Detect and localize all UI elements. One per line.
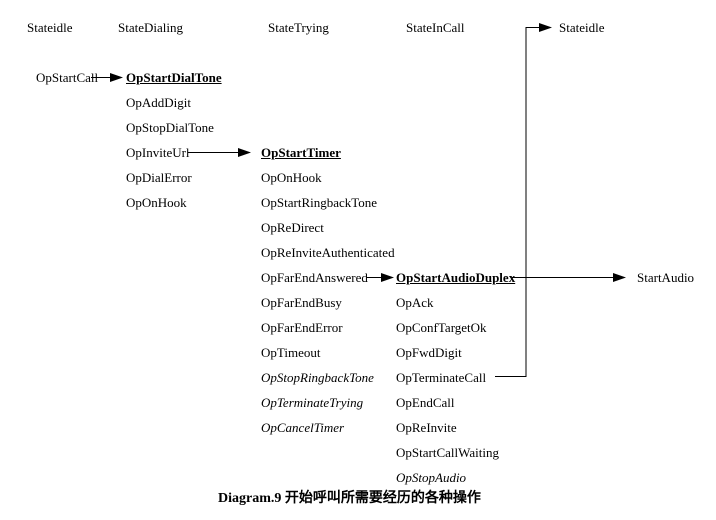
op-stopdialtone: OpStopDialTone [126, 120, 214, 135]
op-inviteurl: OpInviteUrl [126, 145, 190, 160]
diagram-caption: Diagram.9 开始呼叫所需要经历的各种操作 [218, 491, 481, 506]
op-redirect: OpReDirect [261, 220, 324, 235]
op-reinvite: OpReInvite [396, 420, 457, 435]
op-canceltimer: OpCancelTimer [261, 420, 345, 435]
op-endcall: OpEndCall [396, 395, 455, 410]
op-stopaudio: OpStopAudio [396, 470, 467, 485]
arrow-inviteurl-to-starttimer [188, 148, 251, 157]
op-fwddigit: OpFwdDigit [396, 345, 462, 360]
arrow-startaudioduplex-to-startaudio [512, 273, 626, 282]
arrow-farendanswered-to-startaudioduplex [366, 273, 394, 282]
op-dialerror: OpDialError [126, 170, 192, 185]
state-header-idle-left: Stateidle [27, 20, 73, 35]
op-adddigit: OpAddDigit [126, 95, 191, 110]
op-onhook-trying: OpOnHook [261, 170, 322, 185]
op-farendanswered: OpFarEndAnswered [261, 270, 368, 285]
op-starttimer: OpStartTimer [261, 145, 341, 160]
op-ack: OpAck [396, 295, 434, 310]
op-startaudioduplex: OpStartAudioDuplex [396, 270, 516, 285]
arrow-terminatecall-to-stateidle [495, 23, 552, 377]
state-header-trying: StateTrying [268, 20, 329, 35]
op-reinviteauthenticated: OpReInviteAuthenticated [261, 245, 395, 260]
result-startaudio: StartAudio [637, 270, 695, 285]
op-startcall: OpStartCall [36, 70, 99, 85]
op-startcallwaiting: OpStartCallWaiting [396, 445, 499, 460]
op-terminatetrying: OpTerminateTrying [261, 395, 364, 410]
op-terminatecall: OpTerminateCall [396, 370, 487, 385]
op-farenderror: OpFarEndError [261, 320, 343, 335]
op-farendbusy: OpFarEndBusy [261, 295, 342, 310]
state-header-dialing: StateDialing [118, 20, 183, 35]
op-startdialtone: OpStartDialTone [126, 70, 222, 85]
op-timeout: OpTimeout [261, 345, 321, 360]
op-conftargetok: OpConfTargetOk [396, 320, 487, 335]
op-startringbacktone: OpStartRingbackTone [261, 195, 378, 210]
op-stopringbacktone: OpStopRingbackTone [261, 370, 374, 385]
state-header-incall: StateInCall [406, 20, 465, 35]
op-onhook-dialing: OpOnHook [126, 195, 187, 210]
state-header-idle-right: Stateidle [559, 20, 605, 35]
